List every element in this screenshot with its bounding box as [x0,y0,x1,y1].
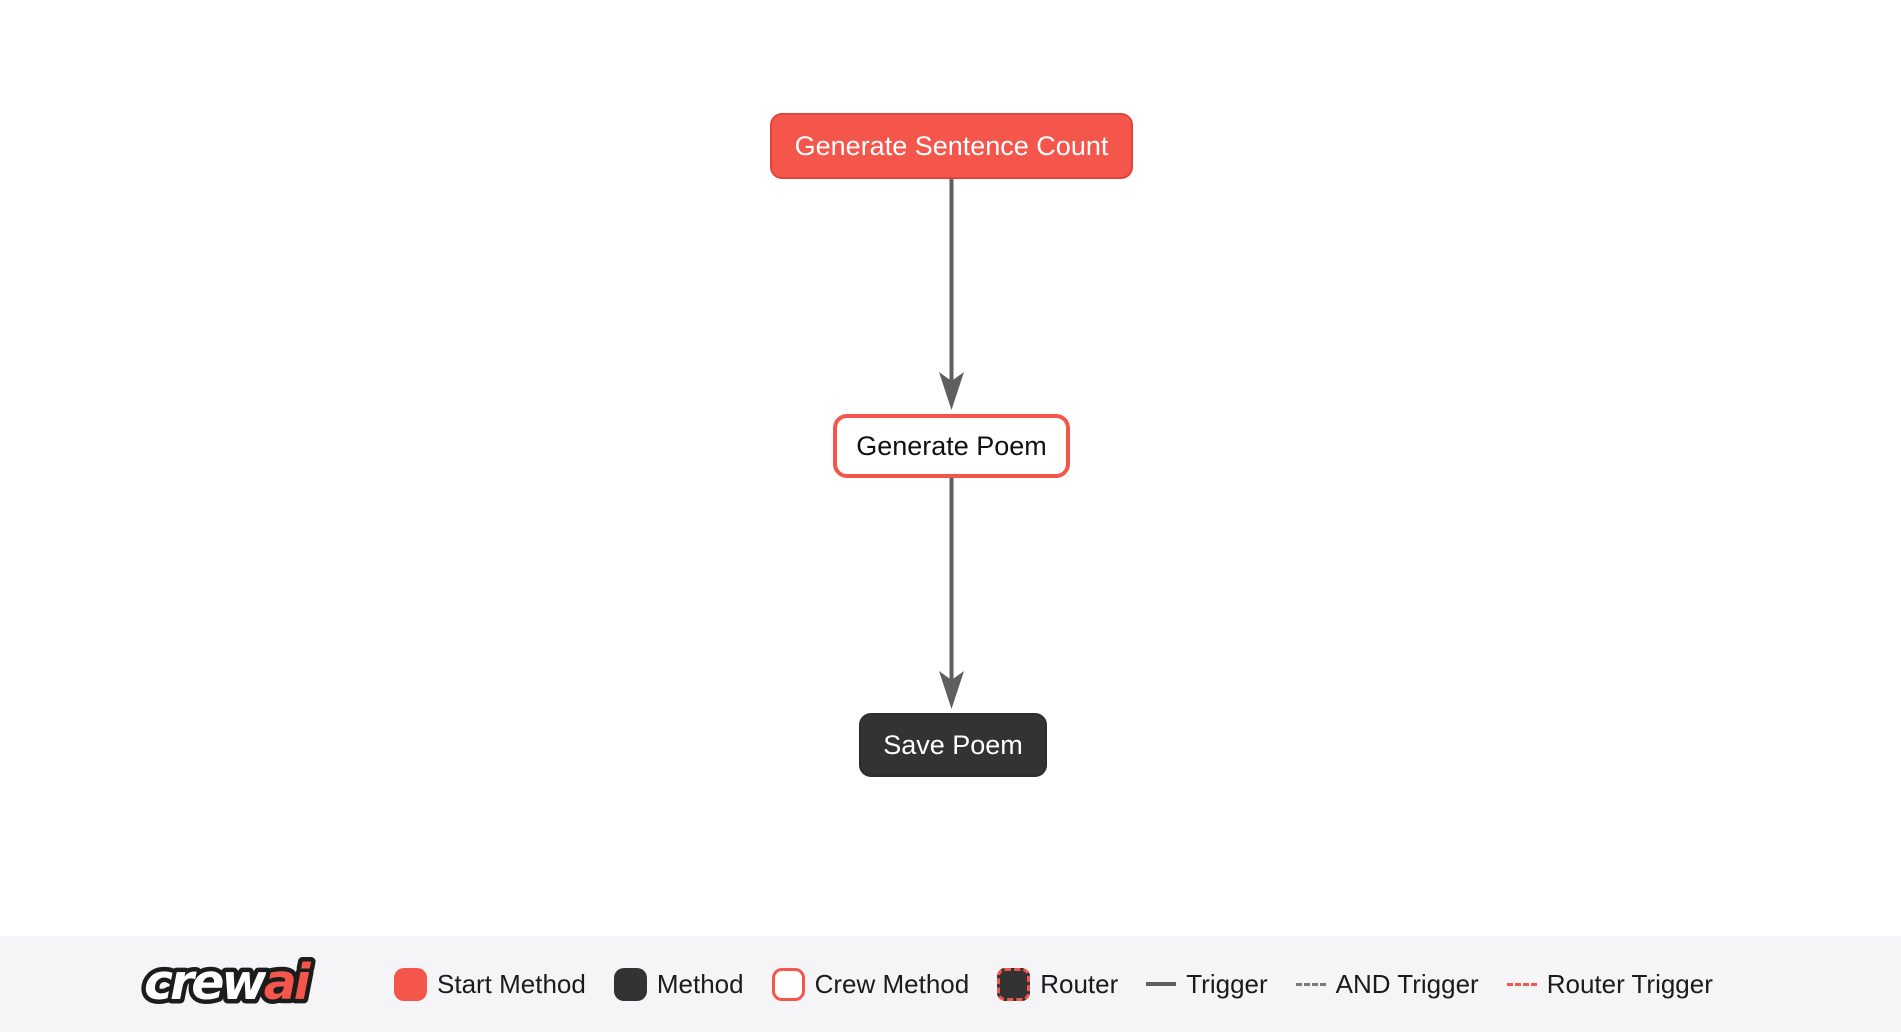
legend-item-router-trigger: Router Trigger [1506,968,1713,1000]
node-generate-sentence-count[interactable]: Generate Sentence Count [770,113,1133,179]
arrowhead-icon [939,671,964,709]
legend-item-start-method: Start Method [394,967,586,1001]
node-label: Generate Sentence Count [794,130,1109,161]
trigger-line-icon [1146,982,1177,986]
and-trigger-line-icon [1295,982,1326,986]
node-save-poem[interactable]: Save Poem [859,713,1047,777]
legend-label: Router Trigger [1546,968,1713,999]
svg-text:crewai: crewai [144,954,312,1011]
legend-bar: crewai Start Method Method Crew Method R… [0,936,1901,1032]
flow-canvas[interactable]: Generate Sentence Count Generate Poem Sa… [0,0,1901,936]
router-trigger-line-icon [1506,982,1537,986]
crewai-logo-icon: crewai [140,949,320,1015]
arrowhead-icon [939,372,964,410]
router-swatch-icon [997,967,1031,1001]
node-label: Generate Poem [856,430,1047,461]
legend-item-method: Method [613,967,744,1001]
node-generate-poem[interactable]: Generate Poem [833,414,1070,478]
edge-trigger-1 [939,179,964,410]
legend-label: AND Trigger [1335,968,1479,999]
method-swatch-icon [613,967,647,1001]
edge-trigger-2 [939,478,964,709]
legend-label: Router [1040,968,1119,999]
node-label: Save Poem [883,729,1023,760]
legend-label: Crew Method [814,968,970,999]
legend-item-router: Router [997,967,1119,1001]
crew-method-swatch-icon [771,967,805,1001]
legend-label: Method [656,968,744,999]
legend-item-crew-method: Crew Method [771,967,970,1001]
legend-label: Start Method [437,968,586,999]
legend-label: Trigger [1186,968,1268,999]
crewai-logo: crewai [140,946,356,1023]
legend-item-and-trigger: AND Trigger [1295,968,1479,1000]
legend-item-trigger: Trigger [1146,968,1268,1000]
start-method-swatch-icon [394,967,427,1001]
